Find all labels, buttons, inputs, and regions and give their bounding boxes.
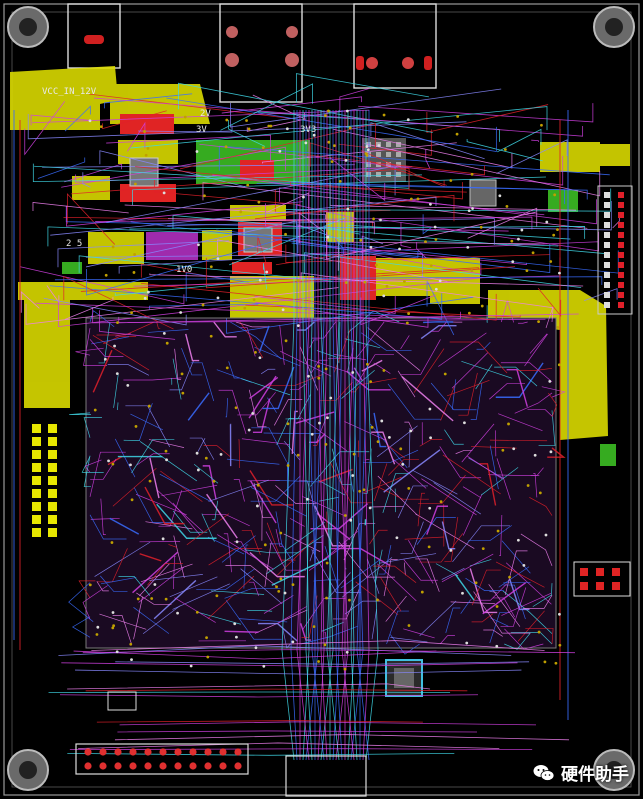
connector-top-center (219, 3, 303, 103)
test-pad-column (32, 424, 57, 537)
label-2v: 2V (200, 109, 211, 119)
label-1v0: 1V0 (176, 265, 192, 275)
watermark: 硬件助手 (533, 760, 629, 785)
pin-header-bottom (75, 743, 249, 775)
component-bottom-left (107, 691, 137, 711)
connector-bottom-center (285, 755, 367, 797)
mounting-hole-top-left (7, 6, 49, 48)
pin-header-right (597, 185, 633, 315)
label-3v: 3V (196, 125, 207, 135)
switch-array-right (573, 561, 631, 597)
watermark-text: 硬件助手 (561, 765, 629, 785)
board-outline (3, 3, 640, 796)
mounting-hole-top-right (593, 6, 635, 48)
mounting-hole-bottom-right (593, 749, 635, 791)
qfn-chip-right (469, 179, 497, 207)
mounting-hole-bottom-left (7, 749, 49, 791)
keepout-outline (11, 11, 632, 788)
label-3v3: 3V3 (300, 125, 316, 135)
via-field (88, 109, 562, 671)
connector-top-right (353, 3, 437, 89)
wechat-icon (533, 764, 555, 781)
label-2-5: 2 5 (66, 239, 82, 249)
magenta-pour (146, 232, 198, 260)
label-vcc-in: VCC_IN_12V (42, 87, 97, 97)
signal-traces (13, 73, 620, 761)
